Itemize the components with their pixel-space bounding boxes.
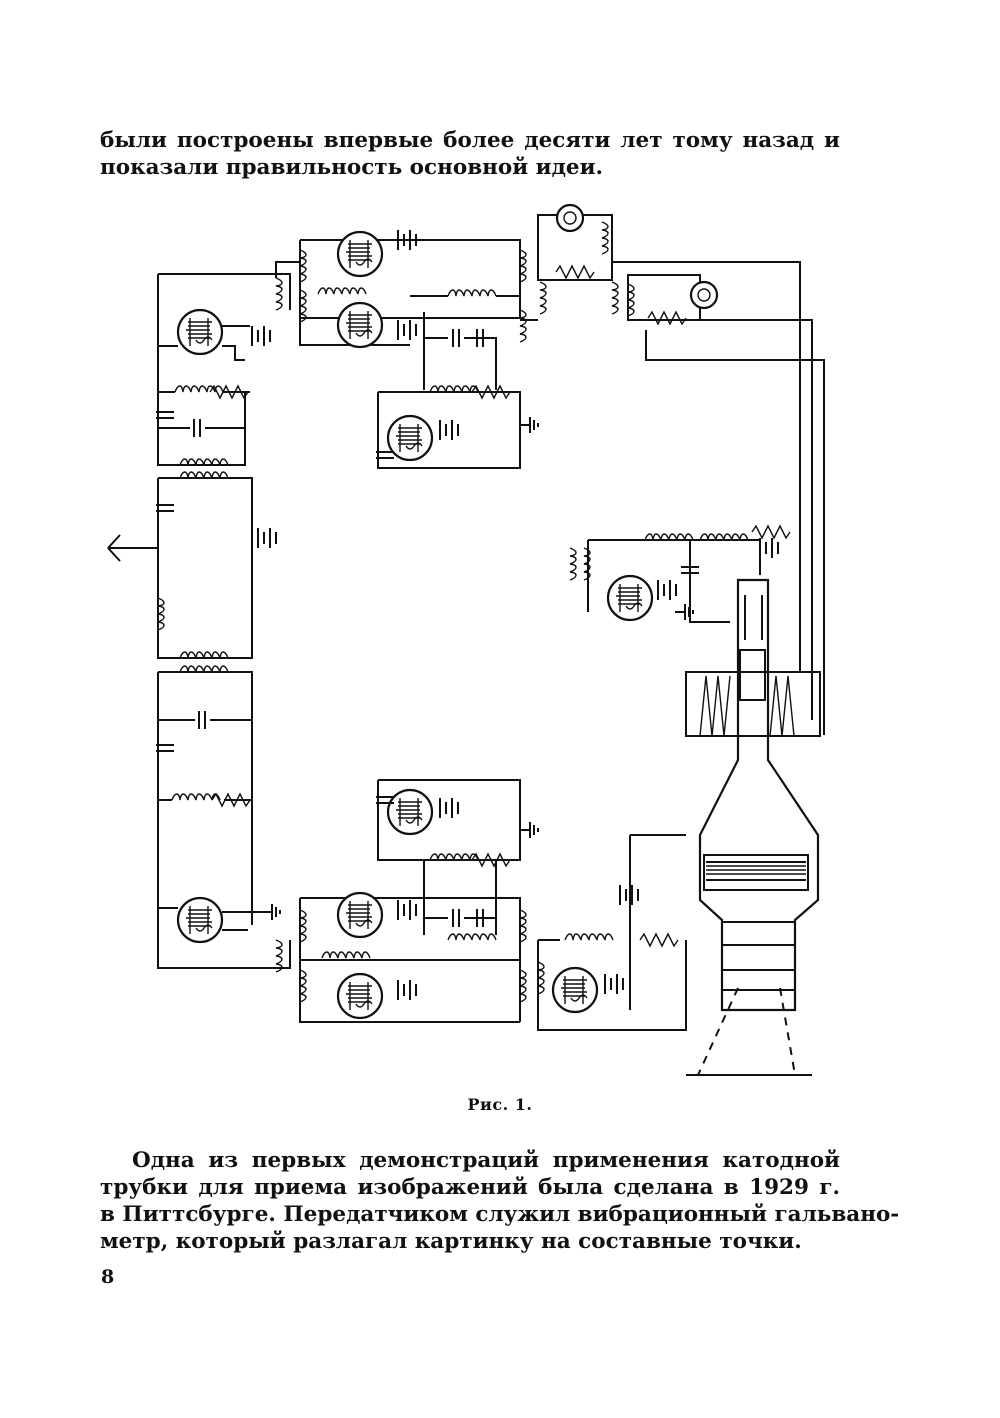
top-amplifier-block — [299, 229, 539, 469]
intro-text: были построены впервые более десяти лет … — [100, 127, 840, 181]
page-number: 8 — [101, 1266, 115, 1288]
figure-caption: Рис. 1. — [467, 1095, 533, 1114]
paragraph-line-3: в Питтсбурге. Передатчиком служил вибрац… — [100, 1202, 900, 1227]
bottom-amplifier-block — [299, 779, 687, 1031]
paragraph-line-4: метр, который разлагал картинку на соста… — [100, 1229, 802, 1254]
left-receiver-chain — [107, 261, 300, 973]
intro-line-1: были построены впервые более десяти лет … — [100, 128, 840, 153]
paragraph-line-2: трубки для приема изображений была сдела… — [100, 1175, 840, 1200]
modulator-circuit — [569, 525, 791, 623]
intro-line-2: показали правильность основной идеи. — [100, 155, 604, 180]
paragraph-line-1: Одна из первых демонстраций применения к… — [132, 1148, 840, 1173]
body-paragraph: Одна из первых демонстраций применения к… — [100, 1147, 900, 1255]
cathode-ray-tube — [685, 578, 821, 1076]
top-deflection-circuit — [520, 203, 825, 735]
